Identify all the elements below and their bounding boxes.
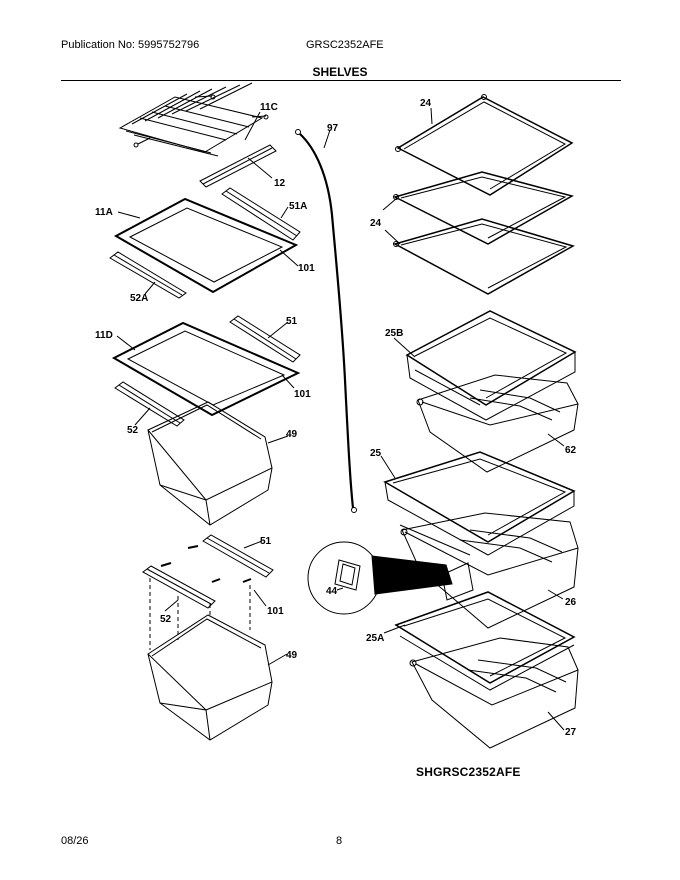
label-62: 62	[565, 445, 577, 456]
label-49-b: 49	[286, 650, 298, 661]
label-25b: 25B	[385, 328, 403, 339]
label-27: 27	[565, 727, 577, 738]
label-51-a: 51	[286, 316, 298, 327]
label-11c: 11C	[260, 102, 278, 113]
bracket-52-upper	[114, 381, 185, 427]
bracket-51-lower	[202, 534, 274, 578]
label-26: 26	[565, 597, 577, 608]
alignment-dashes	[149, 578, 251, 650]
pan-49-upper	[147, 401, 273, 526]
glass-shelf-11a	[113, 197, 299, 294]
crisper-drawer-62	[416, 374, 579, 473]
rail-12	[199, 144, 277, 188]
label-97: 97	[327, 123, 339, 134]
crisper-cover-25	[383, 451, 576, 556]
label-24-mid: 24	[370, 218, 382, 229]
screws-101	[160, 545, 252, 583]
label-44: 44	[326, 586, 338, 597]
label-101-b: 101	[294, 389, 311, 400]
label-52-a: 52	[127, 425, 139, 436]
label-51-b: 51	[260, 536, 272, 547]
trim-97	[299, 133, 355, 509]
label-25a: 25A	[366, 633, 384, 644]
bracket-52-lower	[142, 565, 216, 609]
crisper-drawer-27	[409, 637, 579, 749]
glass-shelf-24-mid	[392, 171, 574, 245]
crisper-drawer-26	[400, 512, 579, 629]
callout-44	[307, 541, 474, 615]
drawing-code: SHGRSC2352AFE	[416, 765, 521, 779]
bracket-51a	[221, 187, 301, 241]
label-49-a: 49	[286, 429, 298, 440]
section-title: SHELVES	[312, 65, 368, 79]
label-12: 12	[274, 178, 286, 189]
label-101-a: 101	[298, 263, 315, 274]
label-52a: 52A	[130, 293, 148, 304]
bracket-51-upper	[229, 315, 301, 363]
page-number: 8	[336, 835, 343, 847]
part-labels: 11C 12 97 24 24 11A 51A 101 52A 51 11D 1…	[95, 98, 577, 738]
label-24-top: 24	[420, 98, 432, 109]
pan-49-lower	[147, 614, 273, 741]
footer-date: 08/26	[61, 835, 89, 847]
header-rule	[61, 80, 621, 81]
label-51a: 51A	[289, 201, 307, 212]
label-101-c: 101	[267, 606, 284, 617]
crisper-cover-25a	[394, 591, 576, 691]
wire-shelf-11c	[118, 82, 269, 157]
crisper-cover-25b	[405, 310, 577, 421]
leader-lines	[116, 107, 565, 731]
label-11a: 11A	[95, 207, 113, 218]
model-number: GRSC2352AFE	[306, 39, 384, 51]
label-25: 25	[370, 448, 382, 459]
label-52-b: 52	[160, 614, 172, 625]
glass-shelf-24-top	[395, 94, 574, 196]
glass-shelf-11d	[111, 321, 301, 417]
publication-number: Publication No: 5995752796	[61, 39, 200, 51]
label-11d: 11D	[95, 330, 113, 341]
glass-shelf-24-low	[393, 218, 575, 295]
bracket-52a	[109, 251, 187, 299]
